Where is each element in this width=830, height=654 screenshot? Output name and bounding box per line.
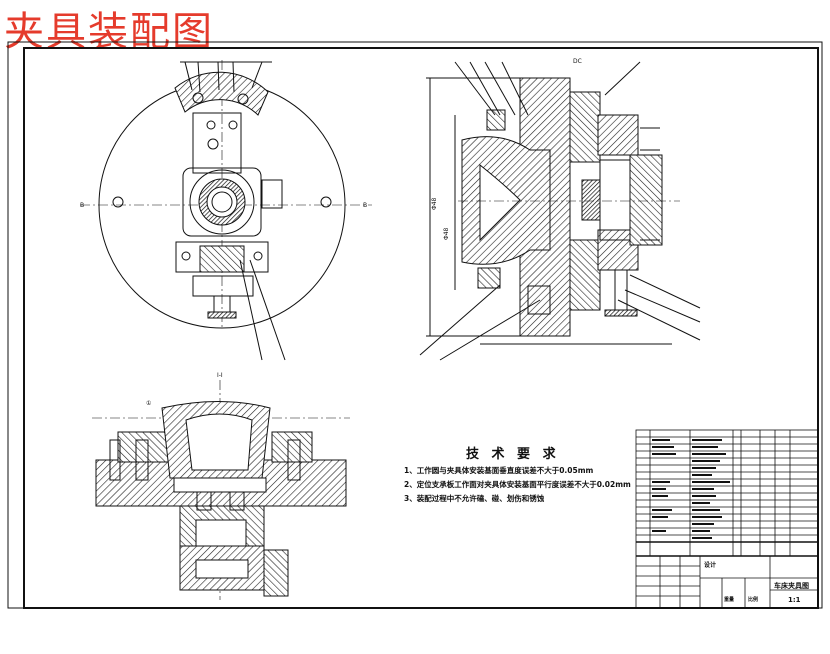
inner-border	[23, 47, 819, 609]
parts-list-table	[635, 429, 819, 609]
drawing-scale: 1:1	[788, 596, 801, 604]
svg-text:Φ48: Φ48	[431, 197, 438, 210]
drawing-name: 车床夹具图	[774, 582, 809, 590]
svg-text:I-I: I-I	[217, 372, 223, 379]
requirement-1: 1、工作圆与夹具体安装基面垂直度误差不大于0.05mm	[404, 466, 594, 475]
requirement-2: 2、定位支承板工作面对夹具体安装基面平行度误差不大于0.02mm	[404, 480, 631, 489]
svg-text:①: ①	[146, 400, 151, 407]
technical-requirements-heading: 技 术 要 求	[466, 447, 560, 462]
svg-text:B: B	[363, 202, 367, 209]
front-view: B B	[80, 60, 372, 361]
svg-text:DC: DC	[573, 58, 582, 65]
drawing-title: 夹具装配图	[4, 9, 214, 55]
title-block-designer: 设计	[704, 562, 717, 569]
bottom-section-view: I-I ①	[92, 372, 350, 600]
title-block-ratio: 比例	[748, 597, 759, 603]
svg-text:B: B	[80, 202, 84, 209]
svg-text:Φ48: Φ48	[443, 227, 450, 240]
title-block-weight: 重量	[724, 597, 735, 603]
section-view: Φ48 Φ48 DC	[419, 58, 701, 361]
requirement-3: 3、装配过程中不允许磕、碰、划伤和锈蚀	[404, 494, 545, 503]
